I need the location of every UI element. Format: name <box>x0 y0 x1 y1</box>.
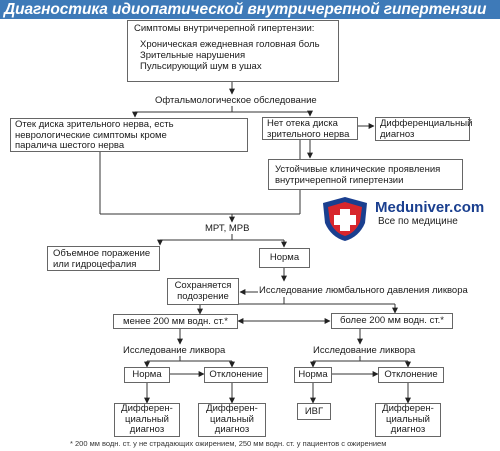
deviation-left-box: Отклонение <box>204 367 268 383</box>
logo-name: Meduniver.com <box>375 199 485 216</box>
ophthalmo-label: Офтальмологическое обследование <box>155 95 317 106</box>
csf-right-label: Исследование ликвора <box>313 345 416 356</box>
lumbar-label: Исследование люмбального давления ликвор… <box>259 285 468 296</box>
deviation-right-box: Отклонение <box>378 367 444 383</box>
norm-right-box: Норма <box>294 367 332 383</box>
ivg-box: ИВГ <box>297 403 331 420</box>
symptom-item: Хроническая ежедневная головная боль <box>140 39 320 50</box>
diff-leaf-3: Дифферен- циальный диагноз <box>375 403 441 437</box>
symptoms-box: Симптомы внутричерепной гипертензии: Хро… <box>127 20 339 82</box>
norm-mri-box: Норма <box>259 248 310 268</box>
mri-label: МРТ, МРВ <box>205 223 250 234</box>
csf-left-label: Исследование ликвора <box>123 345 226 356</box>
shield-cross-icon <box>323 197 367 241</box>
diff-leaf-2: Дифферен- циальный диагноз <box>198 403 266 437</box>
symptom-item: Пульсирующий шум в ушах <box>140 61 262 72</box>
less-200-box: менее 200 мм водн. ст.* <box>113 314 238 329</box>
page-title: Диагностика идиопатической внутричерепно… <box>4 1 487 18</box>
diff-leaf-1: Дифферен- циальный диагноз <box>114 403 180 437</box>
disc-edema-box: Отек диска зрительного нерва, есть невро… <box>10 118 248 152</box>
symptoms-heading: Симптомы внутричерепной гипертензии: <box>134 23 315 34</box>
diff-top-box: Дифференциальный диагноз <box>375 117 472 141</box>
footnote: * 200 мм водн. ст. у не страдающих ожире… <box>70 439 387 448</box>
logo-tagline: Все по медицине <box>378 216 458 227</box>
norm-left-box: Норма <box>124 367 170 383</box>
more-200-box: более 200 мм водн. ст.* <box>331 313 453 329</box>
suspicion-box: Сохраняется подозрение <box>167 278 239 305</box>
symptom-item: Зрительные нарушения <box>140 50 246 61</box>
title-bar <box>0 0 500 19</box>
persistent-box: Устойчивые клинические проявления внутри… <box>268 159 463 190</box>
no-edema-box: Нет отека диска зрительного нерва <box>262 117 358 140</box>
mass-box: Объемное поражение или гидроцефалия <box>47 246 160 271</box>
